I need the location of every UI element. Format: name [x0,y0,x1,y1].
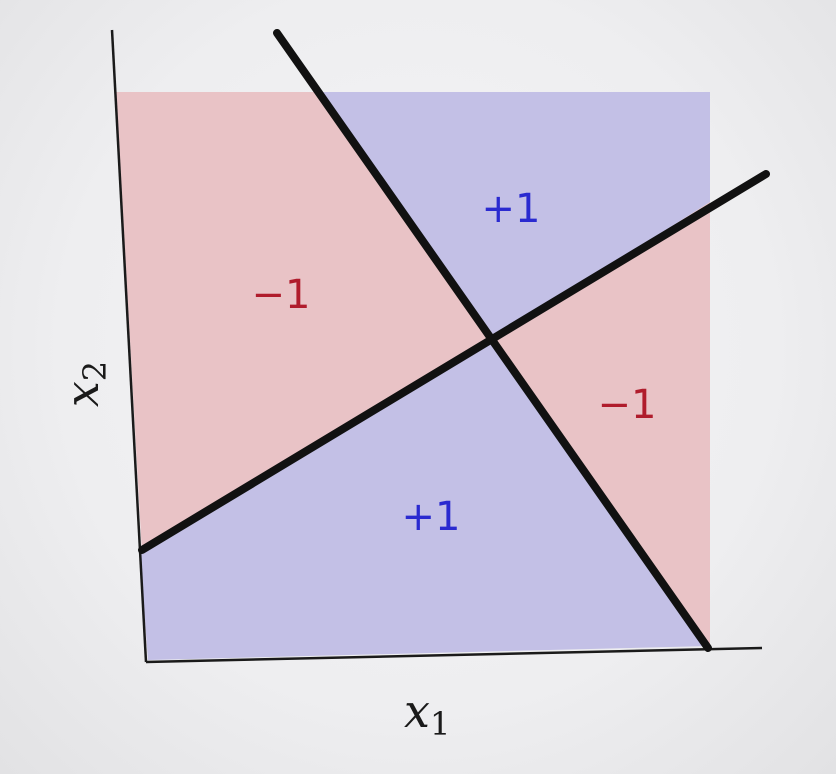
y-axis-line [110,29,148,663]
y-axis-label-symbol: x [55,381,109,407]
x-axis-label-subscript: 1 [430,705,450,743]
region-label-top: +1 [482,186,541,232]
region-top-positive-fill [318,92,710,340]
region-bottom-positive-fill [140,340,710,660]
decision-boundary-shallow [138,170,770,554]
svg-text:x2: x2 [55,361,114,407]
region-right-negative-fill [492,202,710,646]
y-axis-label-subscript: 2 [76,361,114,381]
svg-text:x1: x1 [404,684,450,743]
region-left-negative-fill [116,92,492,660]
region-label-right: −1 [598,382,657,428]
region-label-bottom: +1 [402,494,461,540]
x-axis-line [145,646,763,664]
x-axis-label: x1 [404,684,450,743]
x-axis-label-symbol: x [404,684,430,738]
region-label-left: −1 [252,272,311,318]
y-axis-label: x2 [55,361,114,407]
